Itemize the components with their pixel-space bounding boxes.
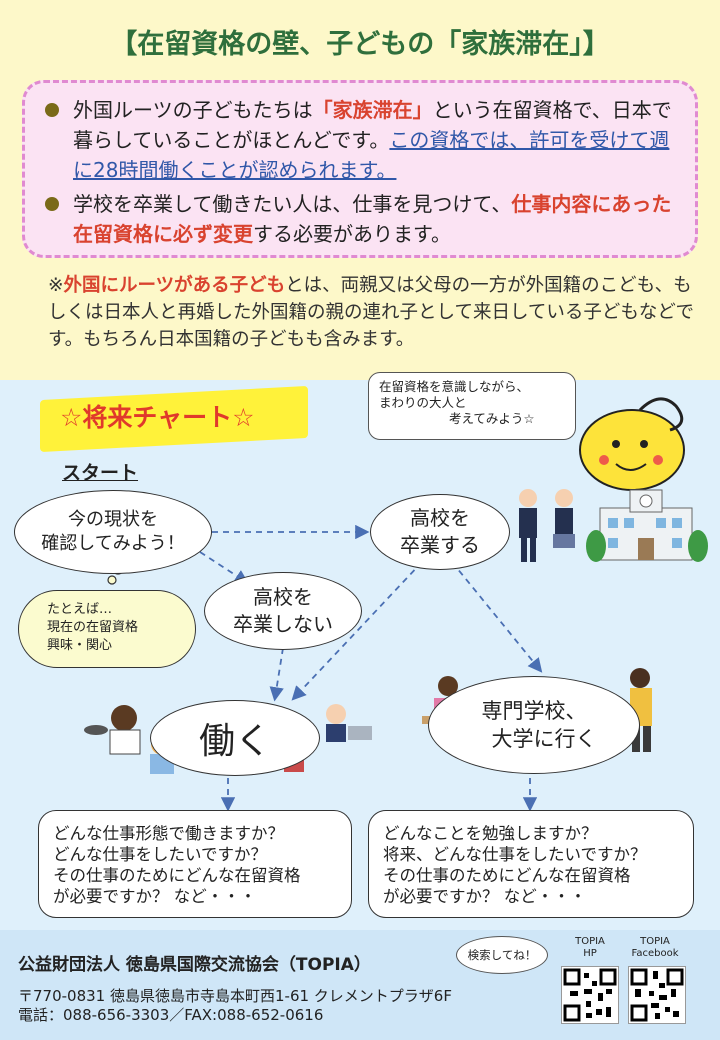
question-line: が必要ですか？ など・・・ bbox=[383, 887, 587, 906]
qr-label-line: Facebook bbox=[631, 948, 679, 959]
node-line: 高校を bbox=[410, 506, 470, 530]
node-current-status: 今の現状を確認してみよう！ bbox=[14, 490, 212, 574]
qr-label-line: HP bbox=[583, 948, 597, 959]
question-line: が必要ですか？ など・・・ bbox=[53, 887, 257, 906]
qr-label-line: TOPIA bbox=[575, 936, 605, 947]
footnote-prefix: ※ bbox=[48, 275, 64, 296]
arrow-to-not-graduate bbox=[199, 551, 250, 584]
footnote-highlight: 外国にルーツがある子ども bbox=[63, 275, 286, 296]
qr-label-hp: TOPIA HP bbox=[555, 936, 625, 960]
bullet-highlight: 「家族滞在」 bbox=[312, 98, 433, 122]
chart-banner-title: ☆将来チャート☆ bbox=[60, 403, 255, 432]
bullet-dot-icon bbox=[45, 103, 59, 117]
cloud-line: 興味・関心 bbox=[47, 638, 113, 653]
qr-label-facebook: TOPIA Facebook bbox=[620, 936, 690, 960]
qr-code-facebook-icon[interactable] bbox=[628, 966, 686, 1024]
speech-bubble: 在留資格を意識しながら、 まわりの大人と 考えてみよう☆ bbox=[368, 372, 576, 440]
contact-info: 〒770-0831 徳島県徳島市寺島本町西1-61 クレメントプラザ6F 電話：… bbox=[18, 987, 452, 1025]
bullet-dot-icon bbox=[45, 197, 59, 211]
address: 〒770-0831 徳島県徳島市寺島本町西1-61 クレメントプラザ6F bbox=[18, 987, 452, 1005]
node-line: 今の現状を bbox=[68, 509, 158, 530]
question-line: どんな仕事形態で働きますか？ bbox=[53, 824, 284, 843]
arrow-graduate-to-work bbox=[291, 561, 423, 701]
bullet-text: という在留資格で、日本で暮らしていることがほとんどです。 bbox=[73, 98, 672, 152]
node-work: 働く bbox=[150, 700, 320, 776]
node-line: 大学に行く bbox=[491, 727, 597, 751]
node-not-graduate: 高校を卒業しない bbox=[204, 572, 362, 650]
start-label: スタート bbox=[62, 462, 139, 484]
students-icon bbox=[519, 489, 575, 562]
node-line: 卒業しない bbox=[233, 612, 333, 636]
bullet-family-stay: 外国ルーツの子どもたちは「家族滞在」という在留資格で、日本で暮らしていることがほ… bbox=[43, 95, 677, 185]
node-line: 卒業する bbox=[400, 533, 480, 557]
qr-code-hp-icon[interactable] bbox=[561, 966, 619, 1024]
question-line: その仕事のためにどんな在留資格 bbox=[53, 866, 301, 885]
footnote-text: とは、両親又は父母の一方が外国籍のこども、もしくは日本人と再婚した外国籍の親の連… bbox=[48, 275, 695, 350]
study-questions-box: どんなことを勉強しますか？ 将来、どんな仕事をしたいですか？ その仕事のためにど… bbox=[368, 810, 694, 918]
work-questions-box: どんな仕事形態で働きますか？ どんな仕事をしたいですか？ その仕事のためにどんな… bbox=[38, 810, 352, 918]
organization-name: 公益財団法人 徳島県国際交流協会（TOPIA） bbox=[18, 955, 371, 975]
bullet-text: する必要があります。 bbox=[253, 222, 451, 246]
question-line: どんなことを勉強しますか？ bbox=[383, 824, 598, 843]
page-title: 【在留資格の壁、子どもの「家族滞在」】 bbox=[110, 29, 610, 60]
summary-box: 外国ルーツの子どもたちは「家族滞在」という在留資格で、日本で暮らしていることがほ… bbox=[22, 80, 698, 258]
bullet-text: 外国ルーツの子どもたちは bbox=[73, 98, 313, 122]
arrow-not-graduate-to-work bbox=[269, 647, 284, 702]
node-graduate: 高校を卒業する bbox=[370, 494, 510, 570]
bullet-change-status: 学校を卒業して働きたい人は、仕事を見つけて、仕事内容にあった在留資格に必ず変更す… bbox=[43, 189, 677, 249]
cloud-line: 現在の在留資格 bbox=[47, 620, 139, 635]
phone-fax: 電話：088-656-3303／FAX:088-652-0616 bbox=[18, 1006, 324, 1024]
qr-label-line: TOPIA bbox=[640, 936, 670, 947]
node-line: 専門学校、 bbox=[481, 699, 587, 723]
speech-line: 考えてみよう☆ bbox=[449, 411, 535, 426]
arrow-graduate-to-study bbox=[451, 561, 543, 673]
search-bubble: 検索してね！ bbox=[456, 936, 548, 974]
footnote: ※外国にルーツがある子どもとは、両親又は父母の一方が外国籍のこども、もしくは日本… bbox=[48, 272, 696, 353]
smiley-character-icon bbox=[579, 397, 685, 491]
node-line: 働く bbox=[198, 721, 271, 762]
node-line: 確認してみよう！ bbox=[41, 533, 185, 554]
node-line: 高校を bbox=[253, 585, 313, 609]
cloud-line: たとえば… bbox=[47, 602, 113, 617]
bullet-highlight: 仕事内容にあった在留資格に必ず変更 bbox=[73, 192, 672, 246]
bullet-underlined: この資格では、許可を受けて週に28時間働くことが認められます。 bbox=[73, 128, 670, 182]
question-line: どんな仕事をしたいですか？ bbox=[53, 845, 268, 864]
bullet-text: 学校を卒業して働きたい人は、仕事を見つけて、 bbox=[73, 192, 512, 216]
thought-cloud: たとえば… 現在の在留資格 興味・関心 bbox=[18, 590, 196, 668]
school-building-icon bbox=[586, 489, 708, 562]
node-study: 専門学校、大学に行く bbox=[428, 676, 640, 774]
question-line: その仕事のためにどんな在留資格 bbox=[383, 866, 631, 885]
question-line: 将来、どんな仕事をしたいですか？ bbox=[383, 845, 647, 864]
thought-dot bbox=[107, 575, 117, 585]
speech-line: 在留資格を意識しながら、 bbox=[379, 379, 530, 394]
speech-line: まわりの大人と bbox=[379, 395, 467, 410]
